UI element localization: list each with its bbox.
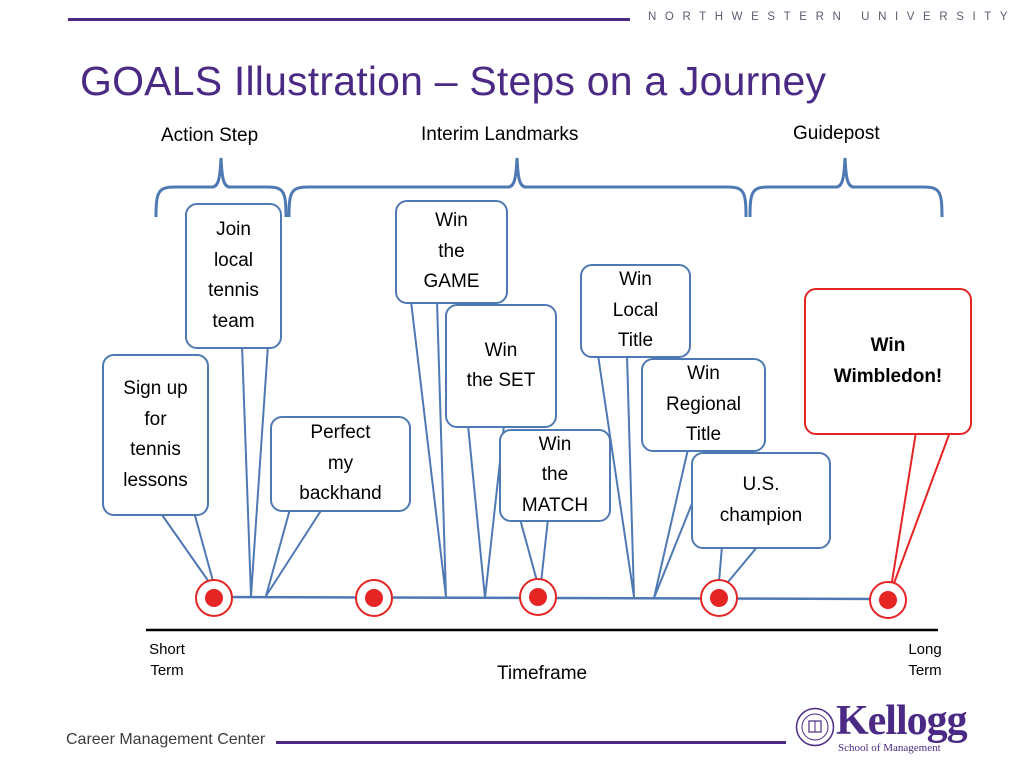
bracket-interim-landmarks bbox=[287, 157, 748, 218]
bubble-us-champion-text: U.S. champion bbox=[719, 474, 803, 526]
bubble-perfect-backhand: Perfect my backhand bbox=[270, 416, 411, 512]
tail-perfect-backhand bbox=[265, 508, 323, 597]
bubble-join-team-text: Join local tennis team bbox=[208, 219, 259, 332]
short-term-label: Short Term bbox=[149, 641, 185, 679]
bracket-guidepost bbox=[748, 157, 944, 218]
page-title: GOALS Illustration – Steps on a Journey bbox=[80, 58, 827, 104]
bubble-win-regional-title-text: Win Regional Title bbox=[666, 363, 741, 446]
bubble-win-wimbledon: Win Wimbledon! bbox=[804, 288, 972, 435]
bubble-win-game: Win the GAME bbox=[395, 200, 508, 304]
long-term-label: Long Term bbox=[908, 641, 942, 679]
bubble-win-local-title: Win Local Title bbox=[580, 264, 691, 358]
kellogg-logo: Kellogg bbox=[836, 698, 968, 744]
bubble-us-champion: U.S. champion bbox=[691, 452, 831, 549]
bracket-action-step bbox=[154, 157, 288, 218]
bubble-win-set-text: Win the SET bbox=[466, 339, 536, 392]
tail-win-game bbox=[410, 300, 447, 598]
header-rule bbox=[68, 18, 630, 21]
bubble-win-game-text: Win the GAME bbox=[423, 210, 480, 293]
kellogg-logo-subtitle: School of Management bbox=[838, 742, 941, 754]
bubble-win-set: Win the SET bbox=[445, 304, 557, 428]
bubble-sign-up: Sign up for tennis lessons bbox=[102, 354, 209, 516]
footer-career-center: Career Management Center bbox=[66, 731, 266, 748]
bubble-sign-up-text: Sign up for tennis lessons bbox=[123, 378, 188, 491]
bubble-win-regional-title: Win Regional Title bbox=[641, 358, 766, 452]
bracket-label-interim-landmarks: Interim Landmarks bbox=[421, 124, 579, 145]
bubble-join-team: Join local tennis team bbox=[185, 203, 282, 349]
bubble-win-wimbledon-text: Win Wimbledon! bbox=[833, 335, 943, 387]
university-name: NORTHWESTERN UNIVERSITY bbox=[648, 11, 1017, 23]
bubble-win-match-text: Win the MATCH bbox=[521, 433, 589, 516]
footer-rule bbox=[276, 741, 786, 744]
bubble-perfect-backhand-text: Perfect my backhand bbox=[299, 422, 382, 505]
tail-win-wimbledon bbox=[889, 431, 951, 595]
bracket-label-guidepost: Guidepost bbox=[793, 123, 880, 144]
bubble-win-local-title-text: Win Local Title bbox=[612, 269, 659, 352]
tail-join-team bbox=[241, 344, 269, 597]
university-seal-icon bbox=[795, 707, 835, 747]
bubble-win-match: Win the MATCH bbox=[499, 429, 611, 522]
timeframe-label: Timeframe bbox=[497, 663, 588, 684]
tail-sign-up bbox=[159, 511, 217, 593]
bracket-label-action-step: Action Step bbox=[161, 125, 259, 146]
